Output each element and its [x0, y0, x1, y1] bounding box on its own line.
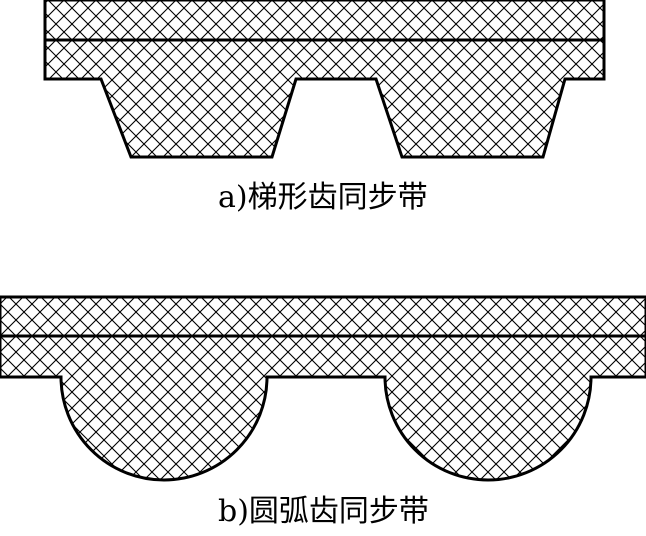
arc-tooth-belt-body — [0, 295, 646, 482]
caption-arc-tooth-belt: b)圆弧齿同步带 — [218, 494, 429, 529]
trapezoidal-belt — [43, 0, 606, 159]
caption-trapezoidal-belt: a)梯形齿同步带 — [218, 180, 428, 215]
trapezoidal-belt-body — [43, 0, 606, 159]
arc-tooth-belt — [0, 295, 646, 482]
